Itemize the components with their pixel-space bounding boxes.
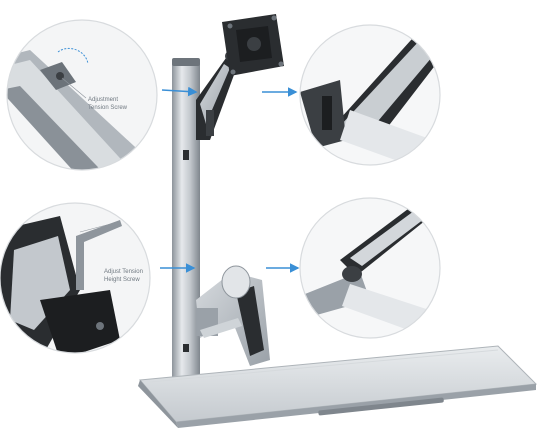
keyboard-arm bbox=[196, 265, 270, 366]
callout-line: Height Screw bbox=[104, 277, 140, 283]
vertical-pole bbox=[172, 58, 200, 382]
height-screw-label: Adjust Tension Height Screw bbox=[104, 268, 143, 284]
tension-screw-label: Adjustment Tension Screw bbox=[88, 96, 127, 112]
callout-line: Adjust Tension bbox=[104, 269, 143, 275]
arrow-right-icon bbox=[160, 86, 300, 273]
callout-line: Adjustment bbox=[88, 97, 119, 103]
keyboard-tray bbox=[138, 345, 538, 428]
callout-line: Tension Screw bbox=[88, 105, 128, 111]
detail-circle-keyboard-joint bbox=[299, 197, 441, 339]
vesa-plate bbox=[222, 14, 284, 76]
detail-circle-arm-joint bbox=[299, 24, 441, 166]
detail-circle-tension-screw bbox=[6, 19, 158, 171]
detail-circle-height-screw bbox=[0, 202, 151, 354]
